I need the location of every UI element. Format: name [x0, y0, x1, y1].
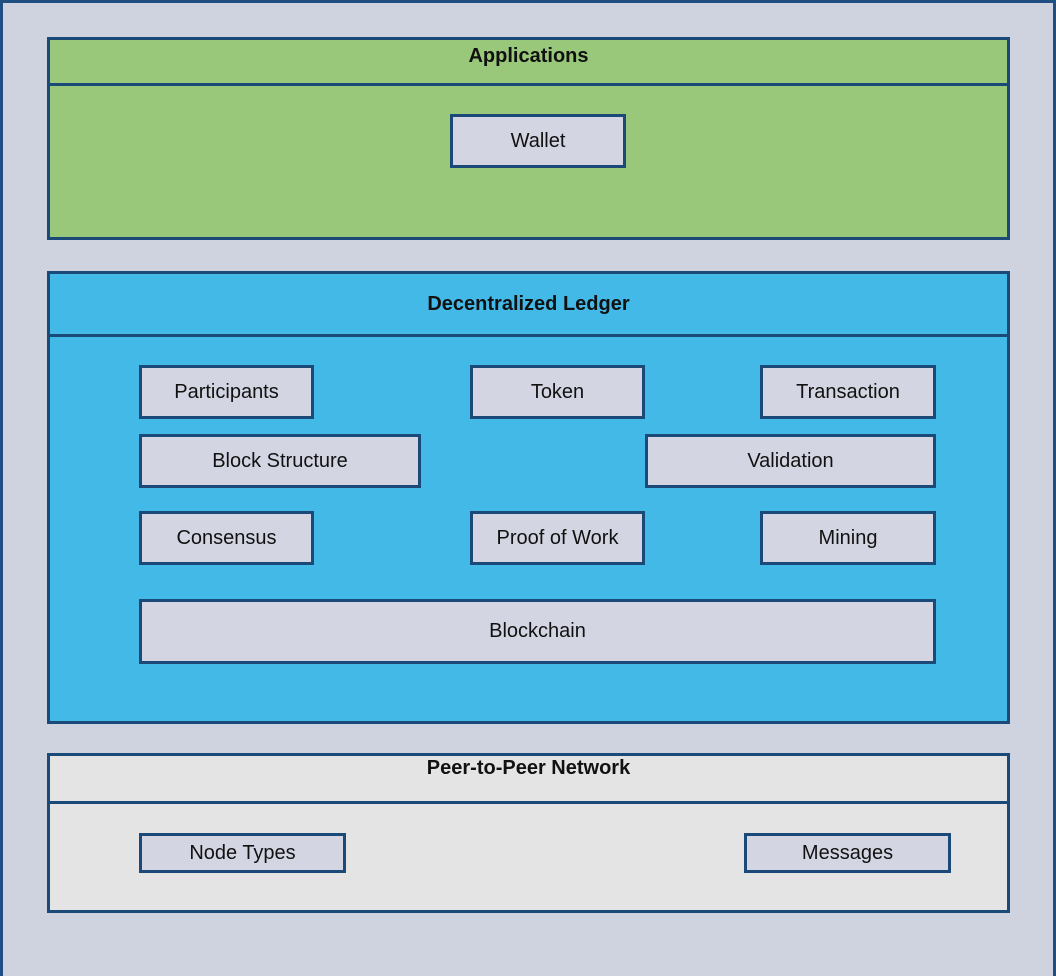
block-structure-box: Block Structure [139, 434, 421, 488]
applications-layer-title: Applications [50, 40, 1007, 86]
mining-box: Mining [760, 511, 936, 565]
peer-to-peer-network-layer: Peer-to-Peer Network Node Types Messages [47, 753, 1010, 913]
proof-of-work-box: Proof of Work [470, 511, 645, 565]
node-types-box: Node Types [139, 833, 346, 873]
applications-layer: Applications Wallet [47, 37, 1010, 240]
consensus-box: Consensus [139, 511, 314, 565]
peer-to-peer-network-layer-title: Peer-to-Peer Network [50, 756, 1007, 804]
wallet-box: Wallet [450, 114, 626, 168]
decentralized-ledger-layer: Decentralized Ledger Participants Token … [47, 271, 1010, 724]
transaction-box: Transaction [760, 365, 936, 419]
token-box: Token [470, 365, 645, 419]
participants-box: Participants [139, 365, 314, 419]
messages-box: Messages [744, 833, 951, 873]
validation-box: Validation [645, 434, 936, 488]
blockchain-box: Blockchain [139, 599, 936, 664]
decentralized-ledger-layer-title: Decentralized Ledger [50, 274, 1007, 337]
